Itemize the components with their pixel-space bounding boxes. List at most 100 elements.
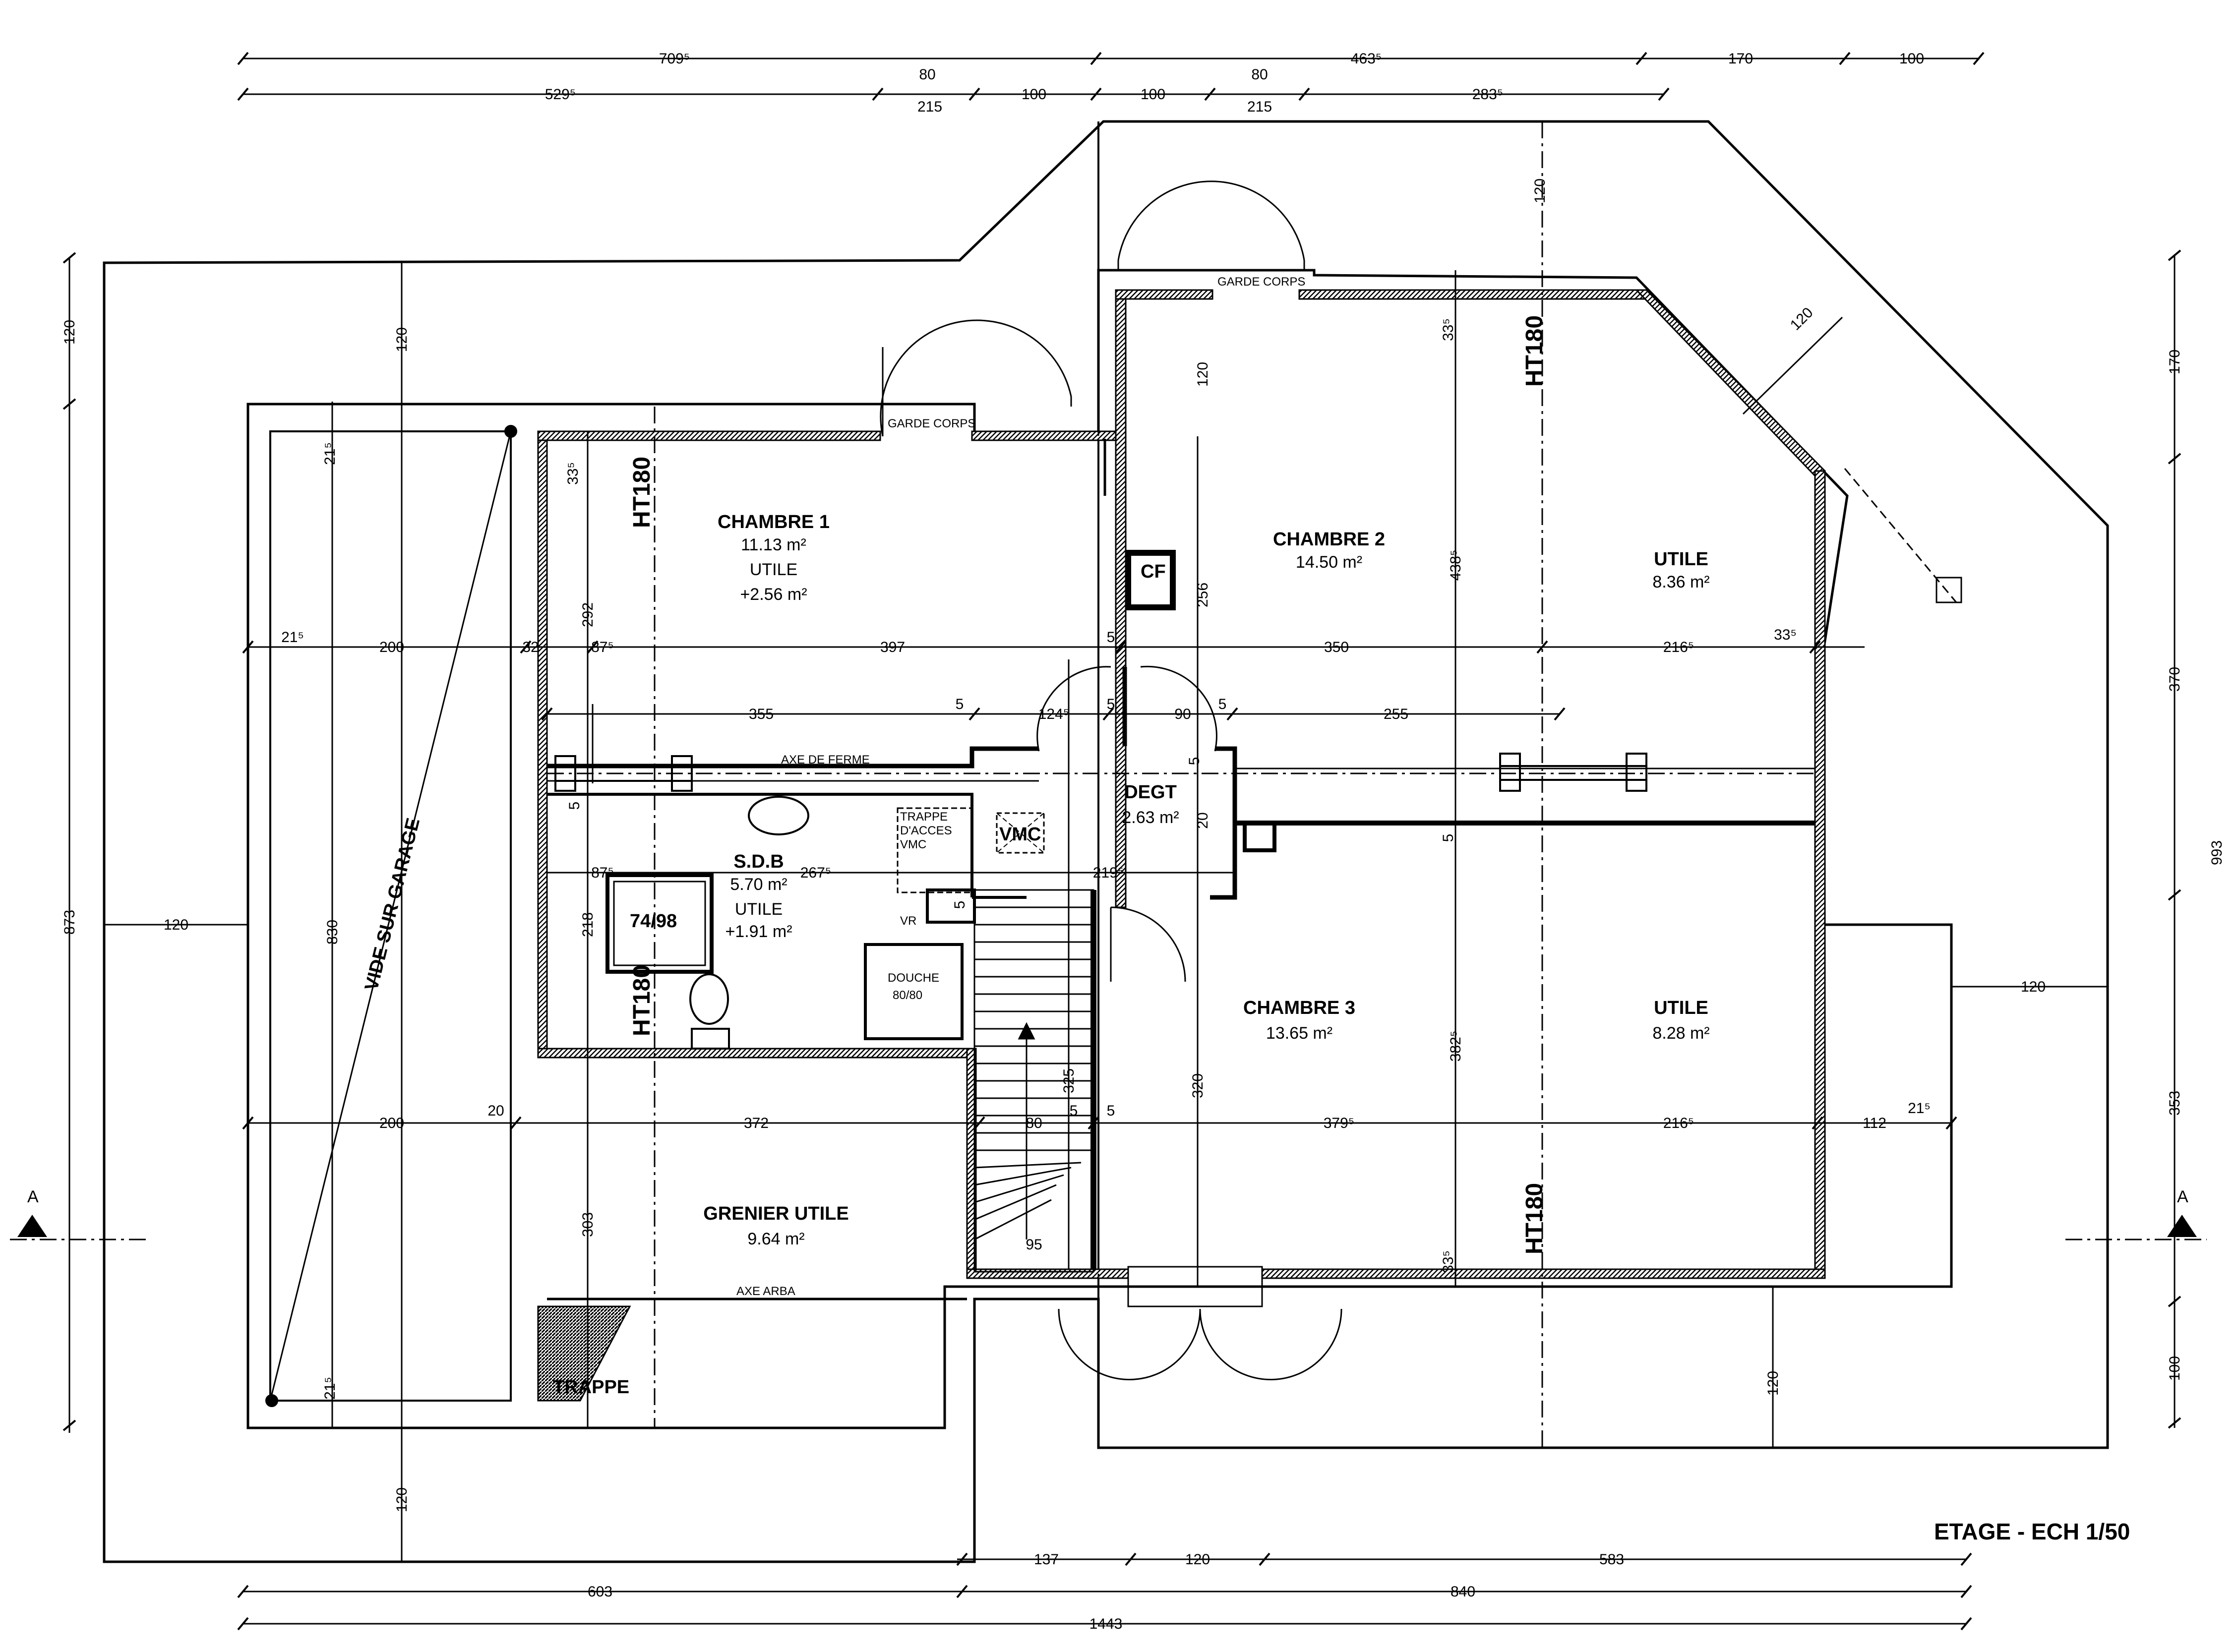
dim-row-upper-1: 200 xyxy=(379,639,404,655)
sdb-extra-label: UTILE xyxy=(735,900,783,919)
dim-bottom1-1: 120 xyxy=(1185,1551,1210,1568)
dim-top3-0: 215 xyxy=(917,99,942,115)
dim-row-upper-8: 33⁵ xyxy=(1774,627,1797,643)
dim-top1-3: 100 xyxy=(1899,51,1924,67)
dim-row-sdb-2: 219⁵ xyxy=(1093,865,1124,881)
dim-top3-1: 215 xyxy=(1247,99,1272,115)
dim-right-3: 100 xyxy=(2167,1356,2183,1381)
garde-corps-left: GARDE CORPS xyxy=(888,417,975,430)
dim-v-2: 21⁵ xyxy=(322,442,338,465)
fixtures xyxy=(537,468,1962,1402)
dim-row-upper-0: 21⁵ xyxy=(281,629,304,646)
dim-top1-0: 709⁵ xyxy=(659,51,690,67)
ht180-ch3: HT180 xyxy=(1521,1183,1548,1254)
sdb-name: S.D.B xyxy=(733,851,784,872)
plan-title: ETAGE - ECH 1/50 xyxy=(1934,1519,2130,1544)
dimension-lines xyxy=(68,58,2176,1625)
vr: VR xyxy=(900,914,916,928)
dim-row-lower-4: 5 xyxy=(1070,1103,1078,1119)
dim-v-6: 292 xyxy=(580,602,596,627)
dim-v-19: 438⁵ xyxy=(1448,550,1464,581)
dim-v-5: 33⁵ xyxy=(565,462,581,485)
dim-row-upper-2: 32 xyxy=(522,639,539,655)
toilet xyxy=(689,973,729,1025)
dim-bottom1-0: 137 xyxy=(1034,1551,1059,1568)
dim-v-18: 5 xyxy=(1440,834,1456,842)
axe-arba: AXE ARBA xyxy=(736,1285,795,1298)
dim-v-24: 120 xyxy=(394,1487,410,1512)
dim-v-10: 256 xyxy=(1195,583,1211,607)
dim-row-mid-1: 5 xyxy=(956,696,964,712)
section-a-right: A xyxy=(2177,1187,2188,1206)
dim-bottom1-2: 583 xyxy=(1599,1551,1624,1568)
sdb-extra-area: +1.91 m² xyxy=(725,922,792,941)
garde-corps-right: GARDE CORPS xyxy=(1217,275,1305,289)
dim-top2-5: 283⁵ xyxy=(1472,86,1504,103)
trappe-acces-1: TRAPPE xyxy=(900,810,948,824)
dim-row-lower-2: 372 xyxy=(744,1115,769,1131)
washbasin xyxy=(748,796,809,835)
ht180-ch1: HT180 xyxy=(629,457,655,528)
dim-v-27: 120 xyxy=(1787,304,1816,334)
dim-row-lower-5: 5 xyxy=(1107,1103,1115,1119)
trappe-acces-2: D'ACCES xyxy=(900,824,952,837)
dim-v-12: 5 xyxy=(566,802,583,810)
dim-v-8: 303 xyxy=(580,1212,596,1237)
dim-row-mid-2: 124⁵ xyxy=(1038,706,1070,722)
trappe-hatch xyxy=(537,1305,631,1402)
exterior-walls xyxy=(537,289,1826,1279)
shower xyxy=(864,943,964,1040)
grenier-area: 9.64 m² xyxy=(747,1230,804,1248)
dim-v-4: 21⁵ xyxy=(322,1377,338,1400)
dim-top2-4: 80 xyxy=(1251,66,1268,83)
dim-right-0: 170 xyxy=(2167,350,2183,374)
room-labels: CHAMBRE 1 11.13 m² UTILE +2.56 m² CHAMBR… xyxy=(703,512,1709,1248)
dim-right-4: 993 xyxy=(2209,840,2225,865)
axis-lines xyxy=(10,121,2207,1448)
dim-row-lower-8: 112 xyxy=(1863,1115,1886,1131)
section-a-left: A xyxy=(27,1187,39,1206)
dim-v-21: 33⁵ xyxy=(1440,318,1456,341)
dim-bottom2-1: 840 xyxy=(1451,1584,1475,1600)
dim-v-17: 320 xyxy=(1190,1073,1206,1098)
dim-v-14: 5 xyxy=(952,901,968,909)
utile-upper-area: 8.36 m² xyxy=(1652,573,1709,591)
dimension-texts: 709⁵ 463⁵ 170 100 529⁵ 80 100 100 80 283… xyxy=(61,51,2225,1632)
grenier-name: GRENIER UTILE xyxy=(703,1203,848,1224)
chambre3-area: 13.65 m² xyxy=(1266,1024,1332,1043)
dim-row-sdb-0: 87⁵ xyxy=(591,865,614,881)
vmc: VMC xyxy=(999,824,1041,845)
dim-v-9: 120 xyxy=(1195,362,1211,387)
dim-row-mid-5: 5 xyxy=(1218,696,1227,712)
dim-row-upper-3: 87⁵ xyxy=(591,639,614,655)
dim-row-mid-4: 90 xyxy=(1174,706,1191,722)
dim-row-sdb-1: 267⁵ xyxy=(800,865,832,881)
dim-v-26: 120 xyxy=(1765,1371,1781,1396)
dim-left-1: 873 xyxy=(61,910,78,935)
dim-right-120: 120 xyxy=(2021,979,2046,995)
vmc-box xyxy=(996,812,1045,854)
dim-v-13: 20 xyxy=(1195,812,1211,828)
dim-top1-2: 170 xyxy=(1728,51,1753,67)
trappe-vmc-box xyxy=(897,807,973,893)
dim-right-1: 370 xyxy=(2167,667,2183,692)
cf: CF xyxy=(1141,561,1166,582)
chambre1-extra-area: +2.56 m² xyxy=(740,585,807,604)
bath-size: 74/98 xyxy=(630,911,677,932)
dim-top2-1: 80 xyxy=(919,66,935,83)
ht180-ch2: HT180 xyxy=(1521,315,1548,387)
vide-sur-garage: VIDE SUR GARAGE xyxy=(361,816,424,993)
dim-row-upper-7: 216⁵ xyxy=(1663,639,1694,655)
dim-bottom3-0: 1443 xyxy=(1089,1616,1123,1632)
dim-row-mid-0: 355 xyxy=(749,706,774,722)
dim-row-mid-3: 5 xyxy=(1107,696,1115,712)
axe-de-ferme: AXE DE FERME xyxy=(781,753,870,767)
dim-top2-3: 100 xyxy=(1141,86,1165,103)
dim-v-20: 382⁵ xyxy=(1448,1031,1464,1062)
utile-lower-name: UTILE xyxy=(1654,998,1708,1018)
dim-top2-0: 529⁵ xyxy=(545,86,576,103)
ht180-sdb: HT180 xyxy=(629,965,655,1036)
dim-row-lower-9: 21⁵ xyxy=(1908,1100,1931,1117)
dim-row-lower-1: 20 xyxy=(487,1103,504,1119)
douche-2: 80/80 xyxy=(893,989,922,1002)
